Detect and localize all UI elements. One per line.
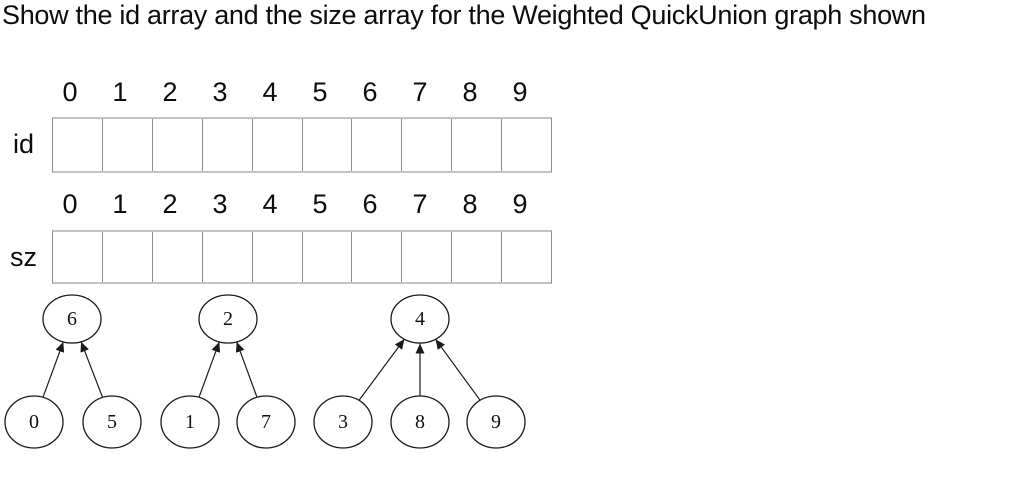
quickunion-forest-diagram: 6 2 4 0 5 1 7 3 bbox=[4, 294, 526, 449]
id-index-label: 2 bbox=[162, 77, 178, 107]
sz-index-label: 2 bbox=[162, 189, 178, 219]
edge-5-to-6 bbox=[80, 341, 104, 399]
tree-node-5: 5 bbox=[82, 395, 142, 449]
sz-index-label: 7 bbox=[412, 189, 428, 219]
id-array-label: id bbox=[13, 129, 35, 159]
id-cell-0 bbox=[53, 119, 103, 171]
sz-cell-8 bbox=[452, 232, 503, 282]
id-index-label: 8 bbox=[462, 77, 478, 107]
node-label: 2 bbox=[223, 308, 233, 330]
sz-index-label: 5 bbox=[312, 189, 328, 219]
id-index-label: 4 bbox=[262, 77, 278, 107]
node-label: 8 bbox=[415, 411, 425, 433]
node-circle bbox=[42, 294, 102, 344]
edge-9-to-4 bbox=[435, 338, 481, 402]
edge-3-to-4 bbox=[358, 338, 405, 402]
id-cell-9 bbox=[502, 119, 551, 171]
tree-node-3: 3 bbox=[313, 395, 373, 449]
node-label: 0 bbox=[29, 411, 39, 433]
node-circle bbox=[4, 395, 64, 449]
node-circle bbox=[160, 395, 220, 449]
node-circle bbox=[82, 395, 142, 449]
sz-cell-4 bbox=[253, 232, 303, 282]
id-cell-3 bbox=[203, 119, 253, 171]
sz-array-index-row: 0 1 2 3 4 5 6 7 8 9 bbox=[52, 189, 552, 219]
sz-cell-7 bbox=[402, 232, 453, 282]
id-index-label: 0 bbox=[62, 77, 78, 107]
tree-node-9: 9 bbox=[466, 395, 526, 449]
edge-0-to-6 bbox=[42, 341, 65, 399]
sz-cell-6 bbox=[352, 232, 403, 282]
tree-node-7: 7 bbox=[236, 395, 296, 449]
id-cell-1 bbox=[103, 119, 153, 171]
id-index-label: 3 bbox=[212, 77, 228, 107]
node-label: 5 bbox=[107, 411, 117, 433]
id-cell-6 bbox=[352, 119, 403, 171]
node-circle bbox=[390, 294, 450, 344]
id-cell-4 bbox=[253, 119, 303, 171]
id-cell-8 bbox=[452, 119, 503, 171]
sz-cell-0 bbox=[53, 232, 103, 282]
edge-7-to-2 bbox=[235, 341, 258, 399]
id-index-label: 6 bbox=[362, 77, 378, 107]
sz-index-label: 0 bbox=[62, 189, 78, 219]
sz-cell-9 bbox=[502, 232, 551, 282]
tree-node-0: 0 bbox=[4, 395, 64, 449]
node-circle bbox=[236, 395, 296, 449]
node-label: 6 bbox=[67, 308, 77, 330]
id-cell-5 bbox=[303, 119, 353, 171]
id-array-index-row: 0 1 2 3 4 5 6 7 8 9 bbox=[52, 77, 552, 107]
tree-node-8: 8 bbox=[390, 395, 450, 449]
id-index-label: 5 bbox=[312, 77, 328, 107]
id-cell-2 bbox=[153, 119, 203, 171]
id-array-table bbox=[52, 117, 552, 173]
edge-1-to-2 bbox=[198, 341, 221, 399]
node-label: 4 bbox=[415, 308, 425, 330]
node-circle bbox=[466, 395, 526, 449]
tree-node-1: 1 bbox=[160, 395, 220, 449]
node-label: 3 bbox=[338, 411, 348, 433]
node-circle bbox=[313, 395, 373, 449]
sz-index-label: 9 bbox=[512, 189, 528, 219]
sz-cell-2 bbox=[153, 232, 203, 282]
sz-index-label: 6 bbox=[362, 189, 378, 219]
page-title: Show the id array and the size array for… bbox=[2, 0, 926, 30]
id-index-label: 1 bbox=[112, 77, 128, 107]
id-cell-7 bbox=[402, 119, 453, 171]
sz-array-label: sz bbox=[10, 242, 37, 272]
sz-index-label: 8 bbox=[462, 189, 478, 219]
node-label: 9 bbox=[491, 411, 501, 433]
node-label: 1 bbox=[185, 411, 195, 433]
id-index-label: 7 bbox=[412, 77, 428, 107]
sz-cell-5 bbox=[303, 232, 353, 282]
id-index-label: 9 bbox=[512, 77, 528, 107]
sz-array-table bbox=[52, 230, 552, 284]
sz-cell-1 bbox=[103, 232, 153, 282]
sz-cell-3 bbox=[203, 232, 253, 282]
node-circle bbox=[390, 395, 450, 449]
node-circle bbox=[198, 294, 258, 344]
tree-node-4: 4 bbox=[390, 294, 450, 344]
sz-index-label: 4 bbox=[262, 189, 278, 219]
node-label: 7 bbox=[261, 411, 271, 433]
sz-index-label: 3 bbox=[212, 189, 228, 219]
sz-index-label: 1 bbox=[112, 189, 128, 219]
tree-node-2: 2 bbox=[198, 294, 258, 344]
tree-node-6: 6 bbox=[42, 294, 102, 344]
